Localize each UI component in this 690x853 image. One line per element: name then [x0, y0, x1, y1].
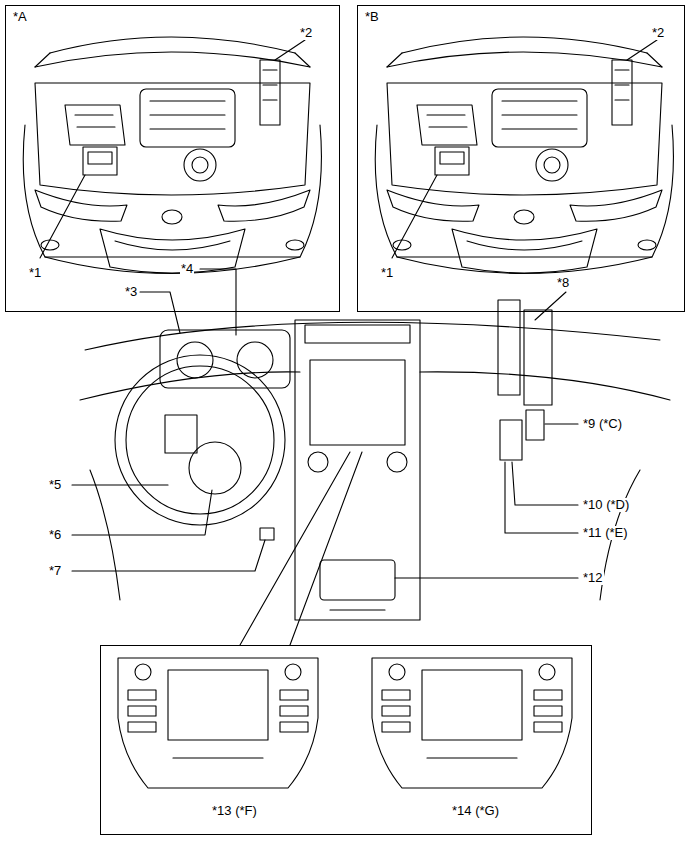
callout-number: *3	[124, 285, 138, 299]
detail-box: *13 (*F) *14 (*G)	[100, 645, 592, 835]
callout-number: *12	[582, 571, 604, 585]
view-label: *B	[364, 10, 380, 24]
dashboard	[72, 269, 670, 645]
callout-number: *2	[299, 26, 313, 40]
callout-number: *1	[380, 266, 394, 280]
console-variants	[118, 658, 572, 788]
callout-number: *8	[556, 276, 570, 290]
callout-number: *2	[651, 26, 665, 40]
callout-number: *1	[28, 266, 42, 280]
car-front-a	[23, 37, 321, 274]
callout-number: *6	[48, 528, 62, 542]
view-frame: *B *2 *1	[357, 5, 685, 312]
callout-number: *13 (*F)	[211, 804, 258, 818]
callout-number: *9 (*C)	[582, 417, 623, 431]
callout-number: *4	[180, 262, 194, 276]
callout-number: *14 (*G)	[451, 804, 500, 818]
callout-number: *5	[48, 478, 62, 492]
view-label: *A	[12, 10, 28, 24]
car-front-b	[375, 37, 673, 274]
callout-number: *11 (*E)	[582, 526, 629, 540]
callout-number: *7	[48, 564, 62, 578]
view-frame: *A *2 *1	[5, 5, 340, 312]
callout-number: *10 (*D)	[582, 498, 630, 512]
